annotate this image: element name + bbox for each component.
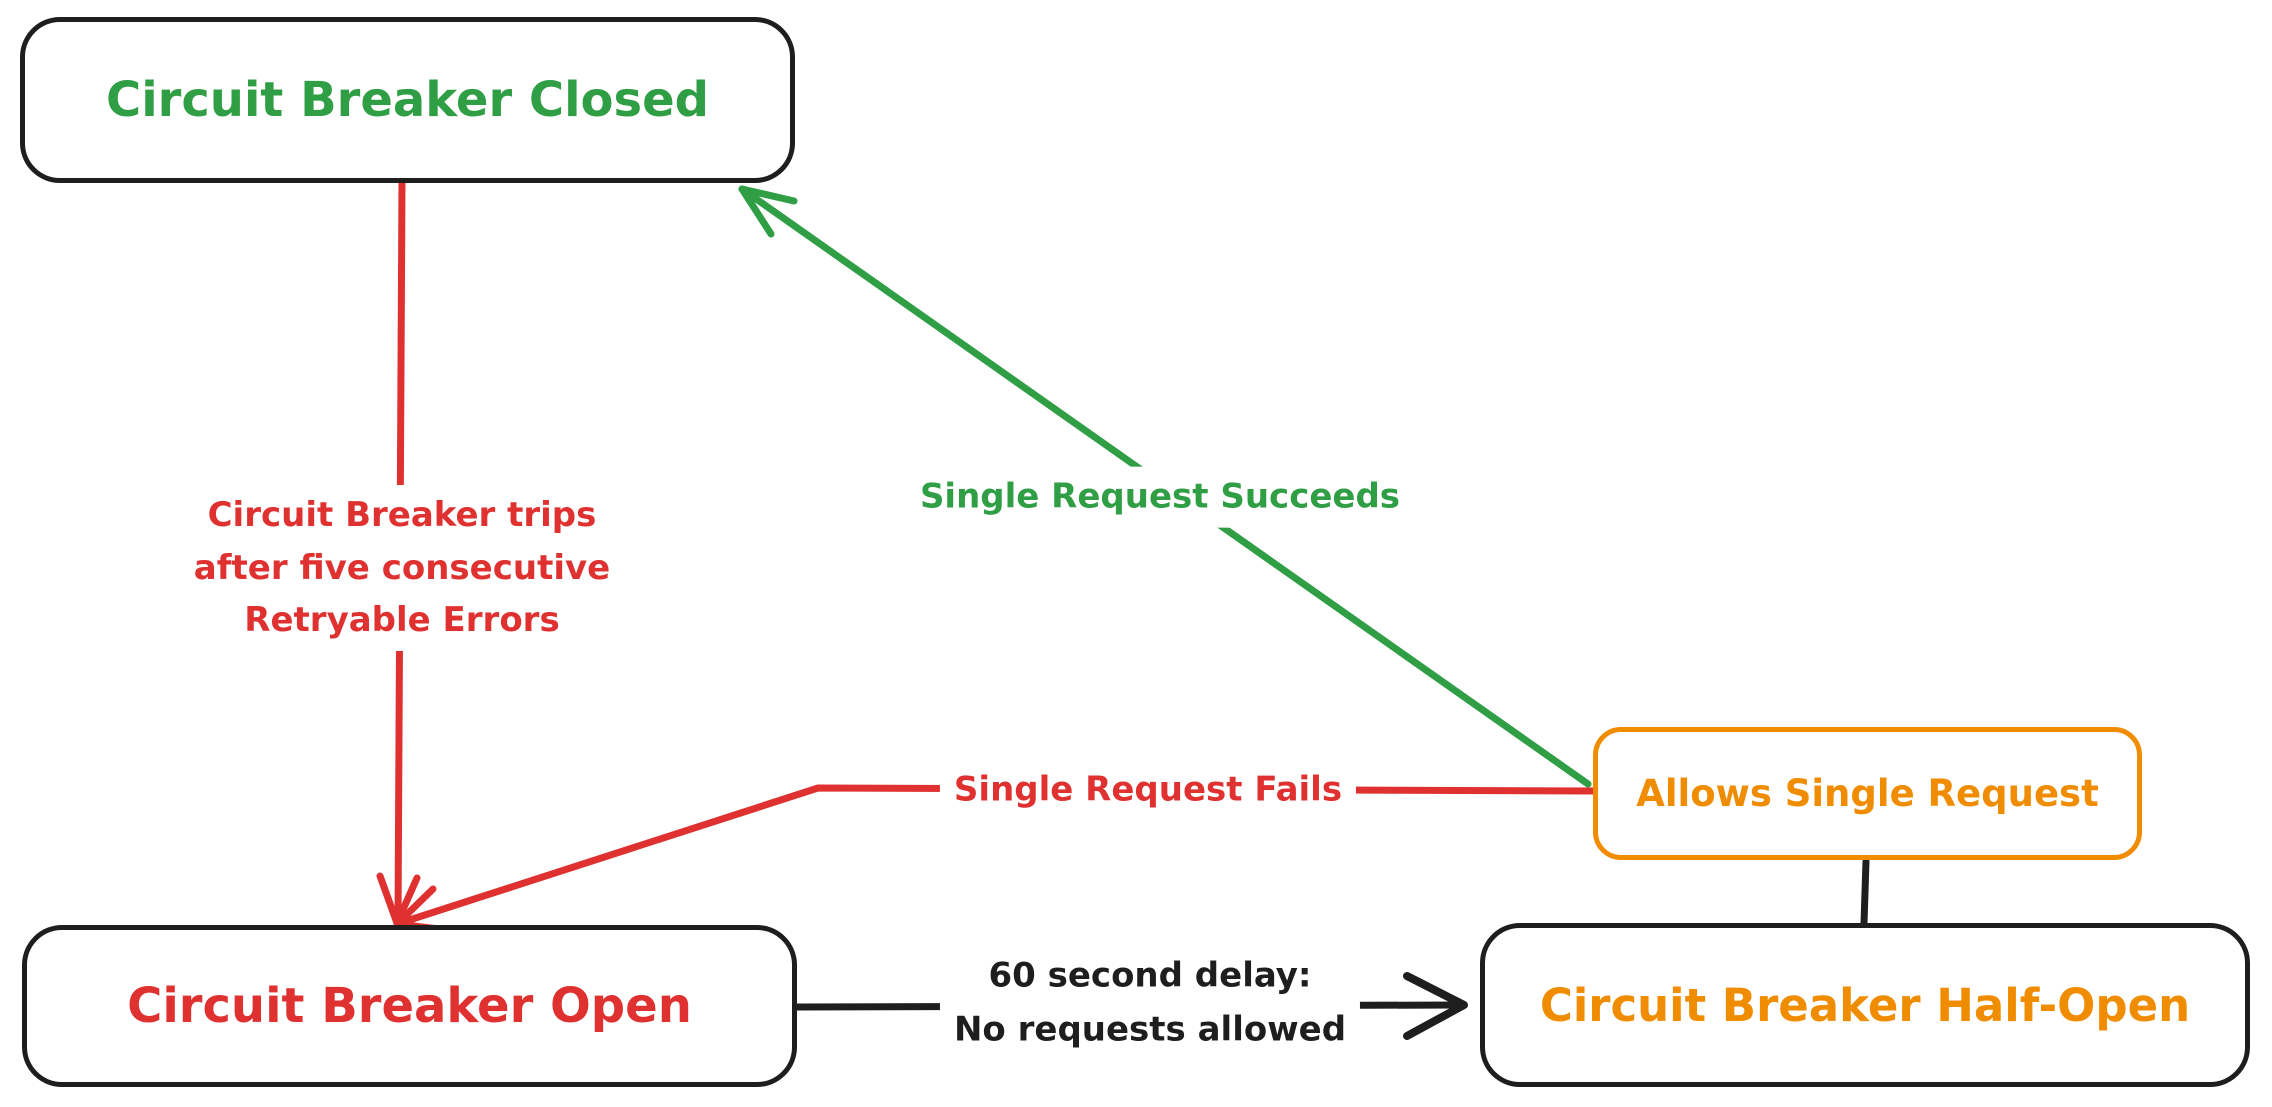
node-circuit-breaker-closed: Circuit Breaker Closed bbox=[20, 17, 795, 183]
edge-label-trips: Circuit Breaker trips after five consecu… bbox=[179, 484, 625, 652]
edge-succeeds-arrowhead bbox=[738, 185, 798, 238]
edge-delay-arrowhead bbox=[1403, 972, 1468, 1040]
node-circuit-breaker-closed-label: Circuit Breaker Closed bbox=[106, 72, 709, 128]
node-circuit-breaker-half-open-label: Circuit Breaker Half-Open bbox=[1539, 978, 2191, 1032]
node-circuit-breaker-open: Circuit Breaker Open bbox=[22, 925, 797, 1087]
edge-label-succeeds: Single Request Succeeds bbox=[905, 466, 1415, 528]
node-allows-single-request: Allows Single Request bbox=[1593, 727, 2142, 860]
edge-label-delay: 60 second delay: No requests allowed bbox=[939, 944, 1361, 1062]
node-circuit-breaker-half-open: Circuit Breaker Half-Open bbox=[1480, 923, 2250, 1087]
node-allows-single-request-label: Allows Single Request bbox=[1636, 772, 2099, 815]
edge-label-fails: Single Request Fails bbox=[939, 759, 1357, 821]
edge-probe-line bbox=[1860, 857, 1870, 927]
node-circuit-breaker-open-label: Circuit Breaker Open bbox=[127, 978, 692, 1034]
